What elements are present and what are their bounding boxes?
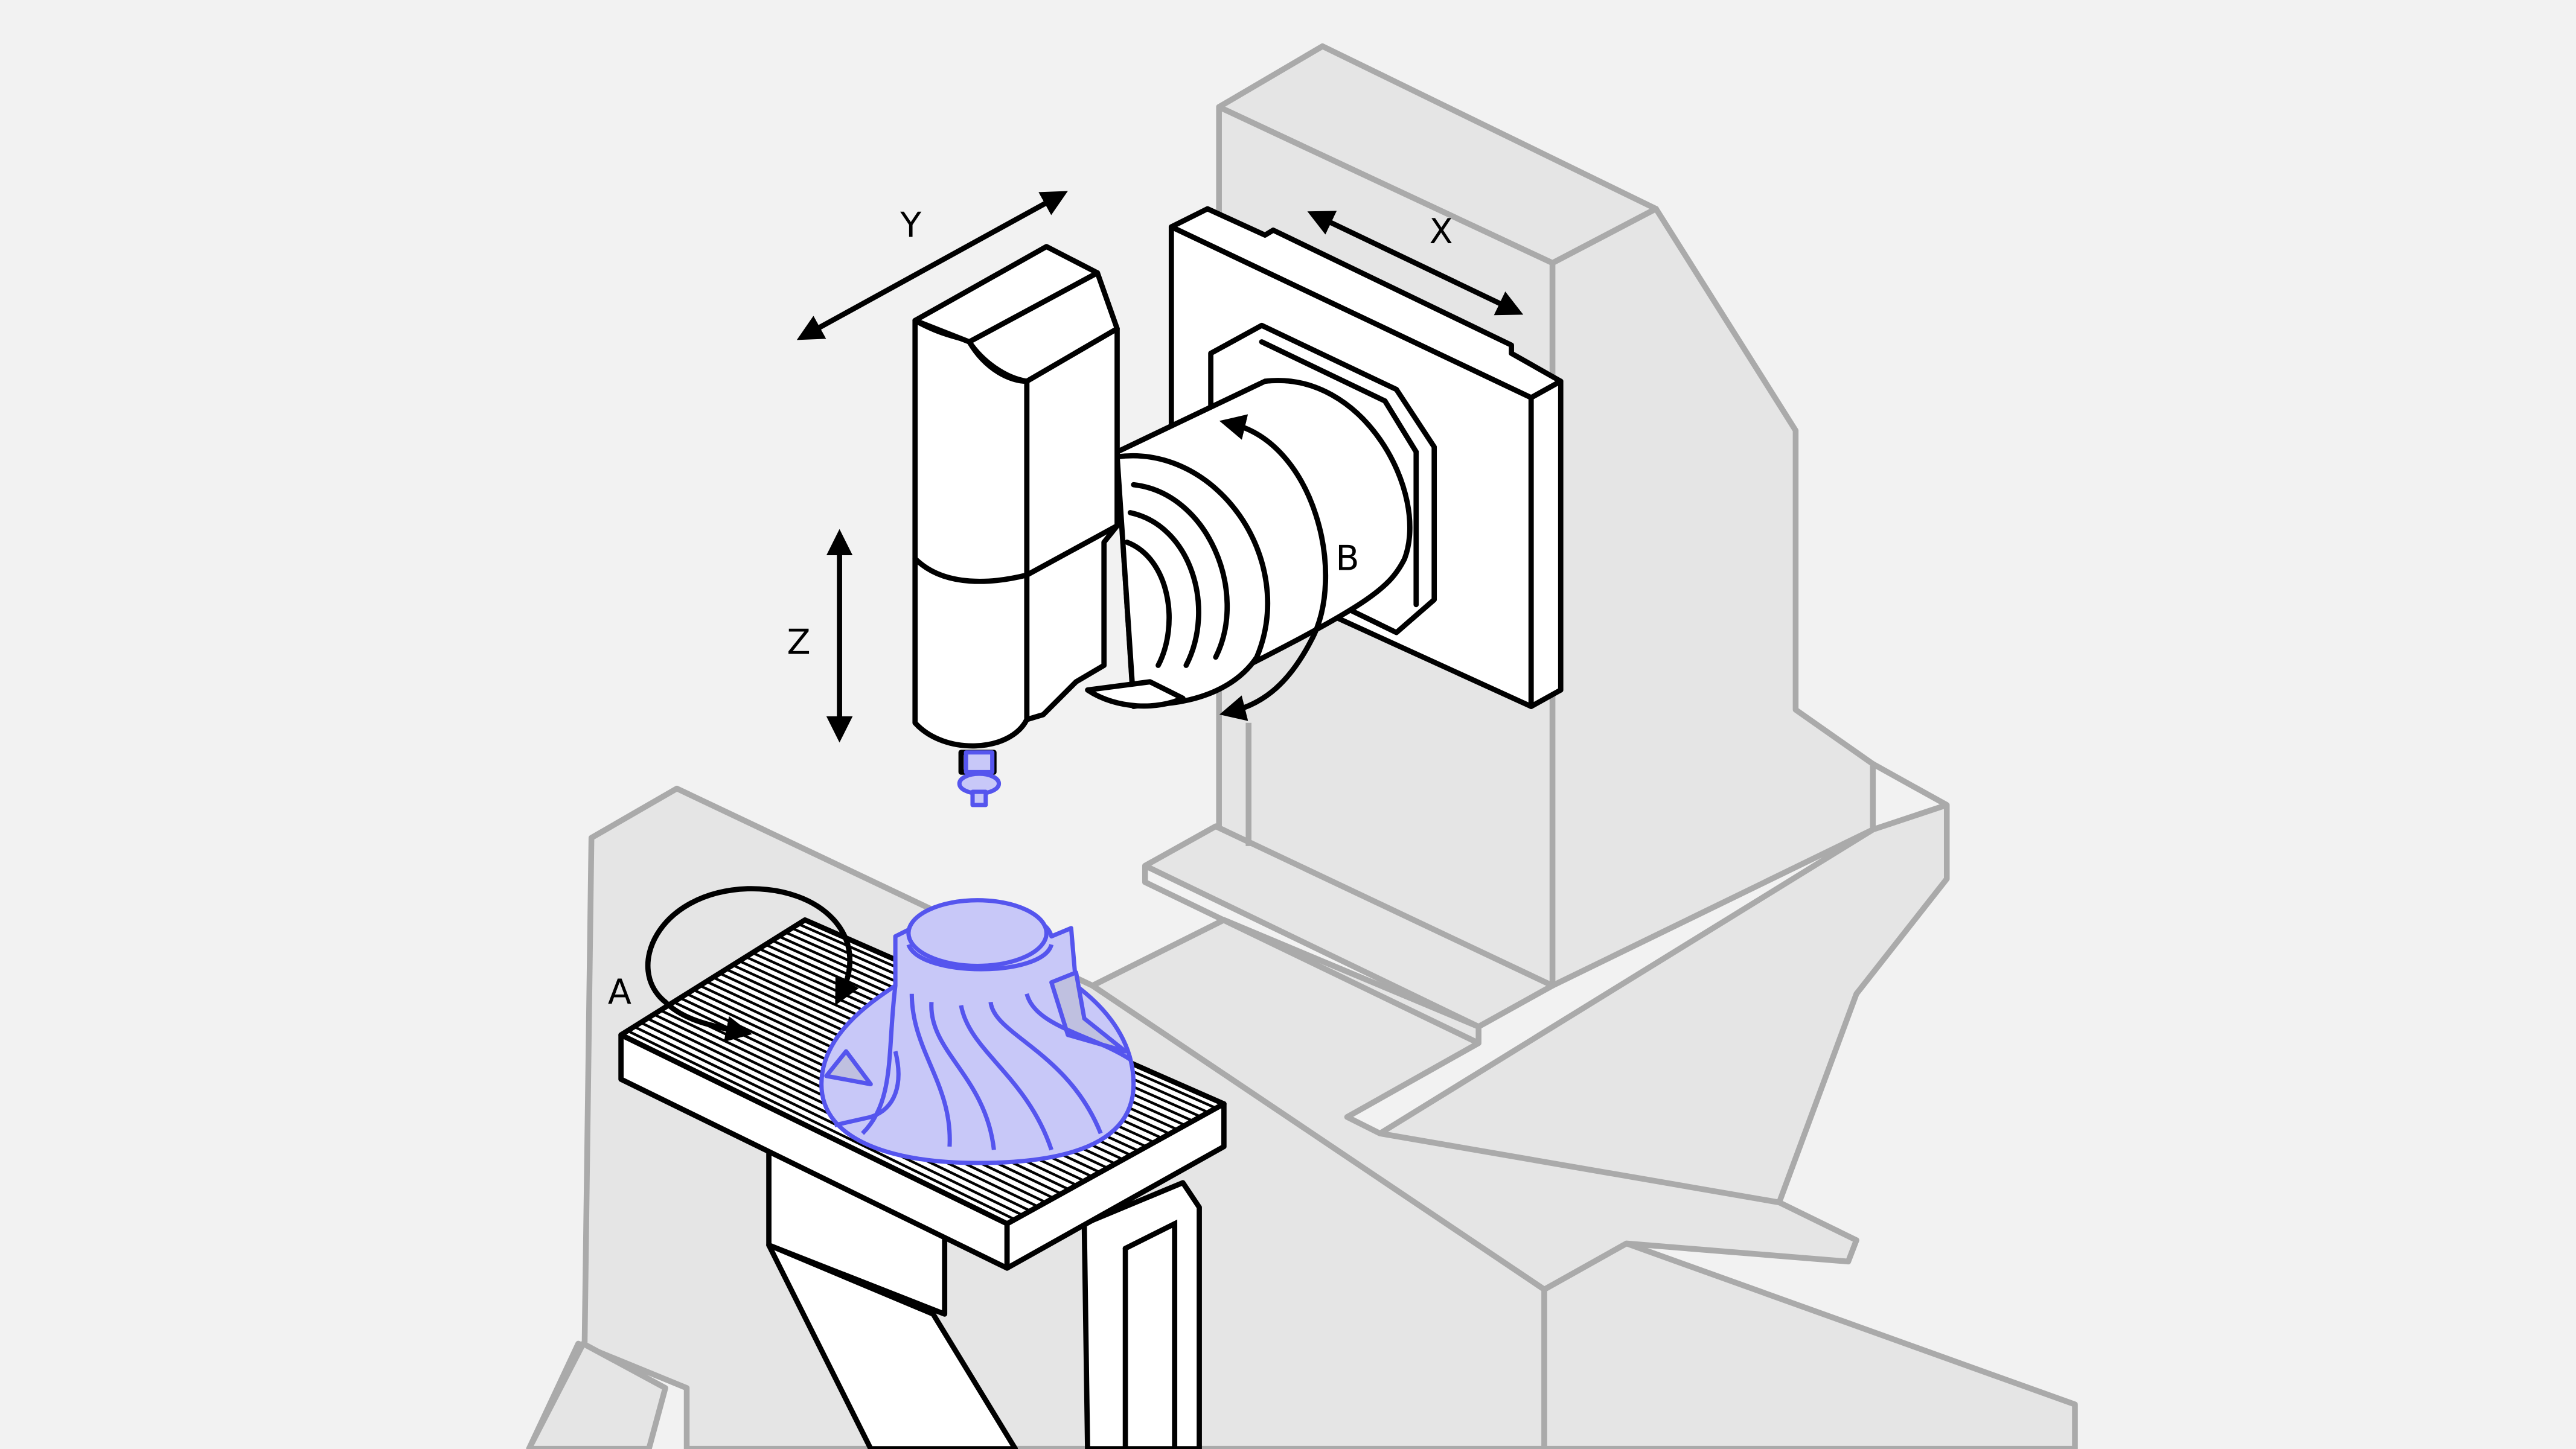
b-axis-label: B	[1335, 539, 1359, 579]
x-axis-arrow	[1307, 211, 1524, 316]
a-axis-arrow	[645, 886, 859, 1042]
a-axis-label: A	[608, 972, 631, 1012]
y-axis-label: Y	[900, 205, 921, 245]
table-slot-line	[633, 1025, 1023, 1217]
table-slot-line	[627, 1030, 1015, 1221]
a-axis-support	[766, 1147, 1202, 1449]
b-axis-arrow	[1219, 414, 1329, 721]
spindle-head	[912, 244, 1120, 775]
x-axis-label: X	[1430, 212, 1453, 252]
cutting-tool	[957, 750, 1002, 807]
y-axis-arrow	[796, 191, 1068, 340]
impeller-workpiece	[819, 898, 1136, 1165]
z-axis-label: Z	[787, 622, 811, 662]
